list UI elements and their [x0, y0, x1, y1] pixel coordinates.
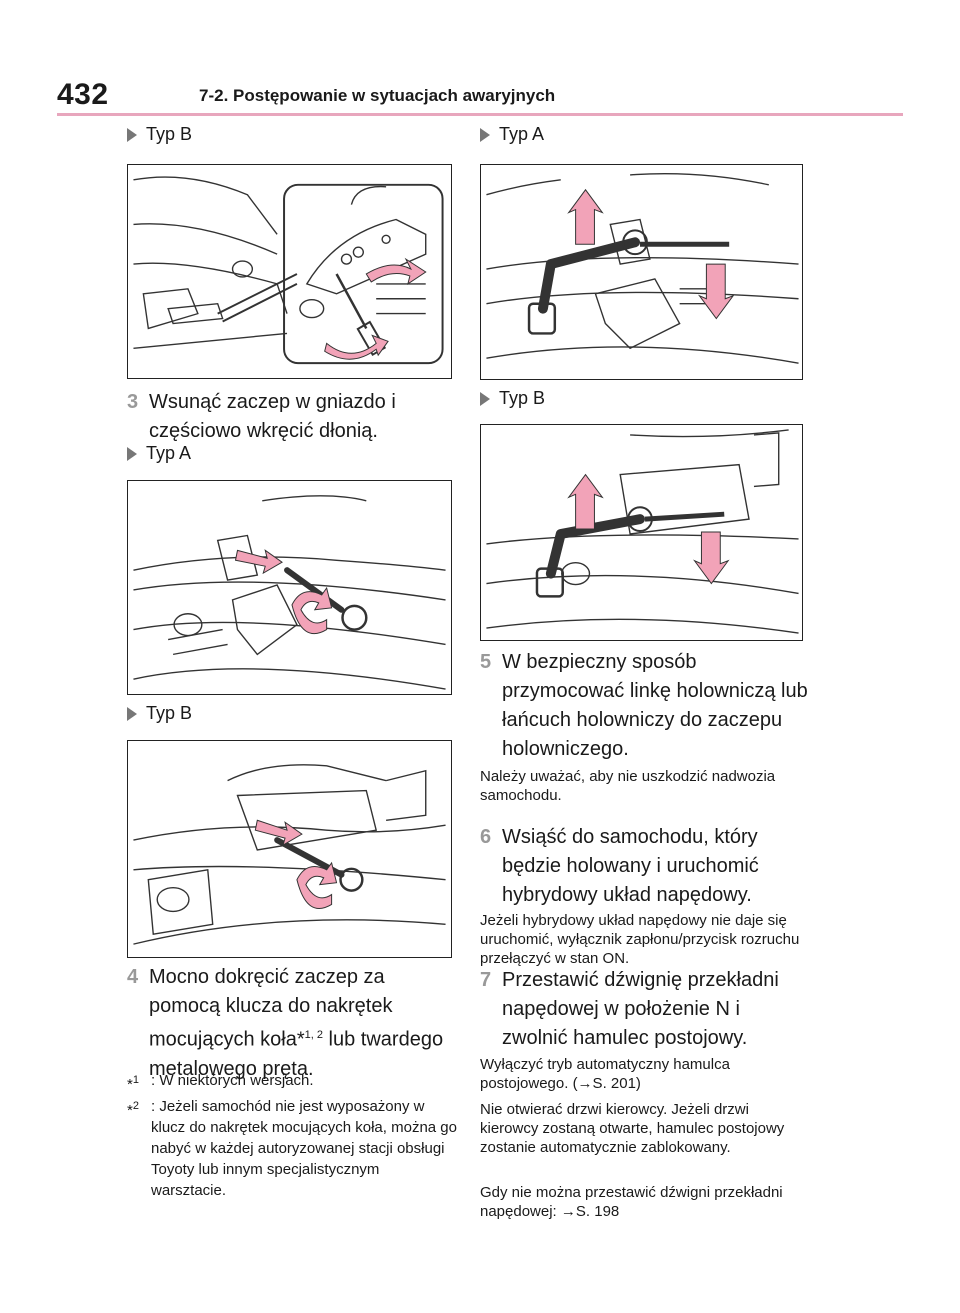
step-number: 4: [127, 966, 139, 988]
step-6-note: Jeżeli hybrydowy układ napędowy nie daje…: [480, 912, 800, 967]
type-label-b-left: Typ B: [127, 703, 192, 724]
triangle-bullet-icon: [480, 391, 490, 406]
figure-tighten-type-b: [480, 424, 803, 641]
illustration-towing-eye-type-b: [133, 764, 446, 945]
page-number: 432: [57, 78, 109, 111]
step-text: Przestawić dźwignię przekładni napędowej…: [502, 969, 779, 1049]
illustration-screwdriver-cover: [133, 176, 444, 365]
step-number: 3: [127, 391, 139, 413]
illustration-towing-eye-type-a: [133, 495, 446, 690]
figure-insert-type-b: [127, 740, 452, 958]
triangle-bullet-icon: [127, 446, 137, 461]
figure-insert-type-a: [127, 480, 452, 695]
step-7-note-2: Nie otwierać drzwi kierowcy. Jeżeli drzw…: [480, 1101, 785, 1156]
step-4: 4 Mocno dokręcić zaczep za pomocą klucza…: [127, 963, 457, 1084]
step-number: 7: [480, 969, 492, 991]
step-3: 3 Wsunąć zaczep w gniazdo i częściowo wk…: [127, 388, 457, 446]
step-7: 7 Przestawić dźwignię przekładni napędow…: [480, 966, 810, 1053]
type-label-a-left: Typ A: [127, 443, 191, 464]
step-7-note-1: Wyłączyć tryb automatyczny hamulca posto…: [480, 1056, 730, 1092]
step-text: Mocno dokręcić zaczep za pomocą klucza d…: [149, 966, 444, 1080]
step-7-note-3: Gdy nie można przestawić dźwigni przekła…: [480, 1184, 783, 1220]
triangle-bullet-icon: [127, 127, 137, 142]
triangle-bullet-icon: [480, 127, 490, 142]
type-label-b-right: Typ B: [480, 388, 545, 409]
step-5: 5 W bezpieczny sposób przymocować linkę …: [480, 648, 810, 764]
step-number: 6: [480, 826, 492, 848]
page-header: 432 7-2. Postępowanie w sytuacjach awary…: [57, 74, 903, 118]
figure-tighten-type-a: [480, 164, 803, 380]
footnote-2: *2 : Jeżeli samochód nie jest wyposażony…: [127, 1098, 457, 1199]
step-text: Wsiąść do samochodu, który będzie holowa…: [502, 826, 759, 906]
step-text: W bezpieczny sposób przymocować linkę ho…: [502, 651, 808, 760]
header-divider: [57, 113, 903, 116]
footnote-1: *1 : W niektórych wersjach.: [127, 1072, 314, 1093]
triangle-bullet-icon: [127, 706, 137, 721]
figure-install-type-b: [127, 164, 452, 379]
step-number: 5: [480, 651, 492, 673]
illustration-wrench-type-a: [486, 172, 799, 364]
type-label-a-right: Typ A: [480, 124, 544, 145]
step-text: Wsunąć zaczep w gniazdo i częściowo wkrę…: [149, 391, 396, 442]
step-6: 6 Wsiąść do samochodu, który będzie holo…: [480, 823, 810, 910]
section-title: 7-2. Postępowanie w sytuacjach awaryjnyc…: [199, 86, 556, 105]
illustration-wrench-type-b: [486, 429, 799, 634]
step-5-note: Należy uważać, aby nie uszkodzić nadwozi…: [480, 768, 776, 804]
type-label-b-top: Typ B: [127, 124, 192, 145]
